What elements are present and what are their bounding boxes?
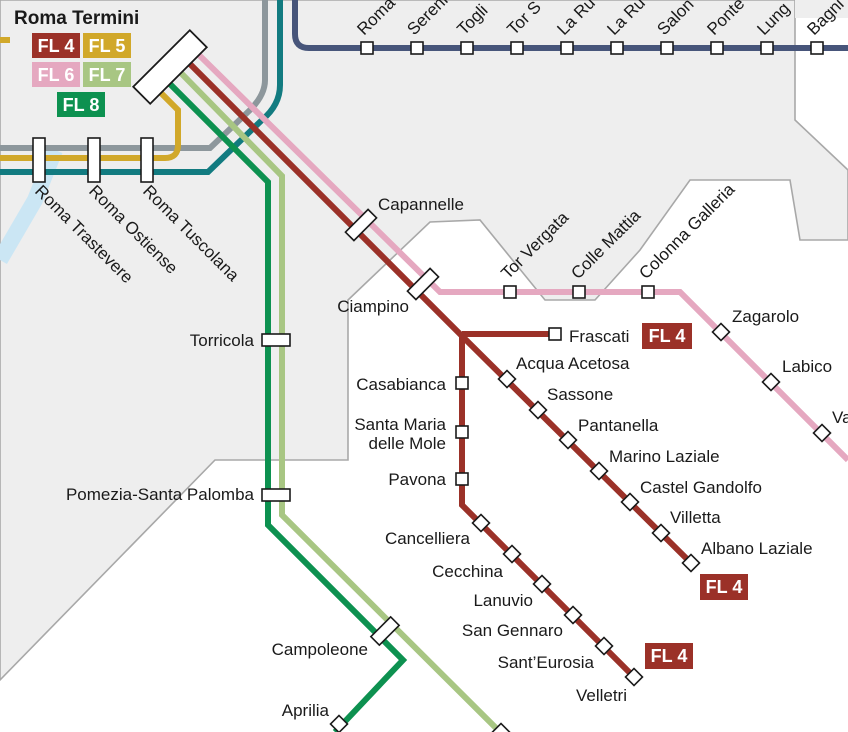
station-colonna-galleria[interactable] [641, 285, 655, 299]
label-casabianca: Casabianca [356, 375, 446, 394]
line-gray [0, 0, 268, 151]
station-san-gennaro[interactable] [563, 605, 583, 625]
label-pantanella: Pantanella [578, 416, 659, 435]
station-campoleone[interactable] [369, 615, 401, 647]
station-castel-gandolfo[interactable] [620, 492, 640, 512]
label-labico: Labico [782, 357, 832, 376]
station-roma-ostiense[interactable] [87, 137, 101, 183]
station-fl7-south[interactable] [491, 722, 511, 732]
hub-badge-fl5-text: FL 5 [89, 36, 126, 56]
station-velletri[interactable] [624, 667, 644, 687]
badge-fl4-frascati-text: FL 4 [649, 326, 686, 346]
label-lanuvio: Lanuvio [473, 591, 533, 610]
station-roma-tuscolana[interactable] [140, 137, 154, 183]
station-sassone[interactable] [528, 400, 548, 420]
station-tor-vergata[interactable] [503, 285, 517, 299]
label-cecchina: Cecchina [432, 562, 503, 581]
station-cancelliera[interactable] [471, 513, 491, 533]
station-roma-trastevere[interactable] [32, 137, 46, 183]
station-cecchina[interactable] [502, 544, 522, 564]
station-lanuvio[interactable] [532, 574, 552, 594]
river [0, 147, 63, 265]
label-sassone: Sassone [547, 385, 613, 404]
label-torricola: Torricola [190, 331, 255, 350]
badge-fl4-frascati[interactable]: FL 4 [642, 323, 692, 349]
hub-badge-fl5[interactable]: FL 5 [83, 33, 131, 58]
station-ciampino[interactable] [406, 267, 440, 301]
label-santa-maria-1: Santa Maria [354, 415, 446, 434]
label-santa-maria-2: delle Mole [369, 434, 447, 453]
label-ciampino: Ciampino [337, 297, 409, 316]
label-pomezia: Pomezia-Santa Palomba [66, 485, 255, 504]
label-san-gennaro: San Gennaro [462, 621, 563, 640]
hub-badge-fl4[interactable]: FL 4 [32, 33, 80, 58]
hub-badge-fl8[interactable]: FL 8 [57, 92, 105, 117]
badge-fl4-albano-text: FL 4 [706, 577, 743, 597]
station-villetta[interactable] [651, 523, 671, 543]
label-aprilia: Aprilia [282, 701, 330, 720]
station-colle-mattia[interactable] [572, 285, 586, 299]
hub-badge-fl7[interactable]: FL 7 [83, 62, 131, 87]
line-fl5-path [0, 79, 181, 161]
station-pomezia[interactable] [261, 488, 291, 502]
station-marino-laziale[interactable] [589, 461, 609, 481]
termini-station[interactable] [131, 28, 209, 106]
label-albano-laziale: Albano Laziale [701, 539, 813, 558]
label-capannelle: Capannelle [378, 195, 464, 214]
label-campoleone: Campoleone [272, 640, 368, 659]
station-pantanella[interactable] [558, 430, 578, 450]
station-sant-eurosia[interactable] [594, 636, 614, 656]
station-aprilia[interactable] [329, 714, 349, 732]
station-casabianca[interactable] [455, 376, 469, 390]
badge-fl4-velletri-text: FL 4 [651, 646, 688, 666]
station-capannelle[interactable] [344, 208, 378, 242]
station-labico[interactable] [761, 372, 781, 392]
badge-fl4-albano[interactable]: FL 4 [700, 574, 748, 600]
hub-badge-fl6[interactable]: FL 6 [32, 62, 80, 87]
line-fl8 [165, 79, 408, 732]
hub-badge-fl7-text: FL 7 [89, 65, 126, 85]
label-velletri: Velletri [576, 686, 627, 705]
label-villetta: Villetta [670, 508, 721, 527]
hub-badge-fl4-text: FL 4 [38, 36, 75, 56]
station-acqua-acetosa[interactable] [497, 369, 517, 389]
label-zagarolo: Zagarolo [732, 307, 799, 326]
station-santa-maria[interactable] [455, 425, 469, 439]
label-pavona: Pavona [388, 470, 446, 489]
station-frascati[interactable] [548, 327, 562, 341]
badge-fl4-velletri[interactable]: FL 4 [645, 643, 693, 669]
label-cancelliera: Cancelliera [385, 529, 471, 548]
station-torricola[interactable] [261, 333, 291, 347]
label-marino-laziale: Marino Laziale [609, 447, 720, 466]
label-sant-eurosia: Sant’Eurosia [498, 653, 595, 672]
line-navy [292, 0, 848, 51]
label-acqua-acetosa: Acqua Acetosa [516, 354, 630, 373]
station-va[interactable] [812, 423, 832, 443]
station-pavona[interactable] [455, 472, 469, 486]
hub-badge-fl6-text: FL 6 [38, 65, 75, 85]
top-station-markers [360, 41, 824, 55]
label-va: Va [832, 408, 848, 427]
station-zagarolo[interactable] [711, 322, 731, 342]
station-albano-laziale[interactable] [681, 553, 701, 573]
label-frascati: Frascati [569, 327, 629, 346]
line-fl6 [193, 49, 848, 463]
hub-badge-fl8-text: FL 8 [63, 95, 100, 115]
hub-title: Roma Termini [14, 8, 139, 29]
label-castel-gandolfo: Castel Gandolfo [640, 478, 762, 497]
